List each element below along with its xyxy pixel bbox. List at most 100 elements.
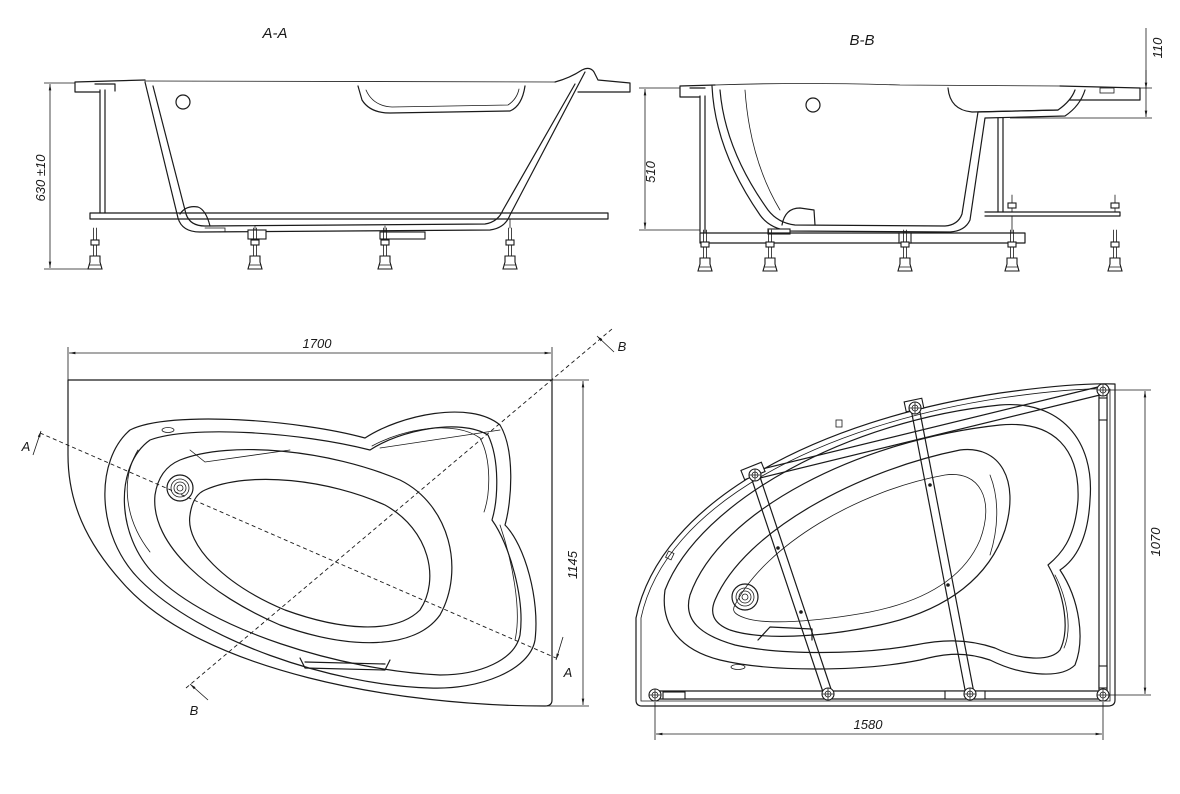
section-aa-marker-right: A [563,665,573,680]
bolt-icon [821,687,835,701]
bb-rod-nut-1 [1007,202,1017,209]
bb-foot-5 [1107,229,1123,272]
plan-right-tab-1 [1098,397,1108,421]
bb-seat [781,207,816,226]
bb-foot-2 [762,229,778,272]
bb-seat-wall [744,89,781,211]
aa-overflow-hole [175,94,191,110]
aa-height-ext [44,82,88,270]
plan-left-width-dim-label: 1700 [303,336,333,351]
aa-bracket-1 [247,229,267,240]
bb-right-ledge [1059,85,1141,101]
bb-rod-nut-2 [1110,202,1120,209]
aa-headrest-inner [365,88,520,108]
section-line-bb [185,328,613,689]
plan-left: A A B B 1700 1145 [21,328,627,718]
bb-left-ledge [679,84,716,98]
section-line-aa [39,432,557,659]
bolt-icon [1096,383,1110,397]
bb-frame-post-left [699,95,706,233]
plan-right-rail-bottom [654,690,1104,700]
section-bb-marker-top: B [618,339,627,354]
aa-bracket-rods [254,218,511,233]
aa-right-rim [554,67,631,93]
plan-right: 1070 1580 [635,383,1163,740]
plan-left-overflow [161,427,175,433]
plan-right-rim-mark-1 [835,419,843,428]
aa-seat [179,206,211,227]
plan-right-overflow [730,664,746,670]
plan-right-tab-5 [662,691,686,700]
plan-right-headrest-lines [989,474,1069,649]
bolt-icon [648,688,662,702]
section-aa-marker-left: A [21,439,31,454]
plan-right-depth-ext [1110,389,1151,696]
plan-right-rail-right [1098,389,1108,696]
aa-tub-outer [144,71,586,233]
section-bb-arrow-bottom [189,683,209,701]
aa-left-ledge [74,79,146,93]
plan-left-headrest-lines [371,427,518,641]
bb-overflow-hole [805,97,821,113]
aa-frame-rail [89,212,609,220]
aa-rim-top [144,80,556,83]
plan-right-basin [712,448,1011,637]
plan-left-rim-inner [123,426,522,676]
plan-left-drain [166,474,194,502]
strut-hole-4 [946,583,950,587]
plan-right-rail-top [753,385,1105,480]
bb-frame-post-right [997,117,1004,213]
plan-right-strut-2 [910,406,975,696]
bb-drain-fitting [767,228,791,235]
bb-headrest [947,87,1059,113]
bb-height-dim-label: 510 [643,160,658,182]
plan-left-basin [154,449,453,644]
plan-right-tab-2 [1098,665,1108,689]
section-bb-marker-bottom: B [190,703,199,718]
aa-seat-base [204,227,226,233]
bb-top-rods [904,194,1116,234]
plan-right-depth-dim-label: 1070 [1148,527,1163,557]
section-bb: B-B 510 110 [639,28,1165,272]
plan-left-depth-ext [545,379,589,707]
aa-bracket-2 [379,231,426,240]
bb-tub-inner [719,89,1076,227]
bb-rim-ext [1010,87,1152,119]
plan-right-rim-offset [640,388,1111,702]
plan-right-strut-holes [777,484,949,614]
plan-right-basin-rim [688,423,1079,659]
aa-height-dim-label: 630 ±10 [33,154,48,202]
aa-foot-4 [502,227,518,270]
bb-rim-top [714,83,1061,87]
bb-height-ext [639,87,700,231]
plan-right-basin-outer [663,404,1092,675]
bolt-icon [908,401,922,415]
bb-lower-rail [699,232,1026,244]
section-aa-arrow-right [555,636,564,661]
aa-foot-1 [87,227,103,270]
plan-left-outline [67,379,553,707]
plan-right-width-ext [654,702,1104,740]
bb-upper-rail [984,211,1121,217]
section-aa-title: A-A [261,25,287,42]
aa-frame-post [99,89,106,214]
plan-right-rim-mark-2 [665,550,675,561]
strut-hole-3 [928,483,932,487]
plan-right-outline [635,383,1116,707]
plan-left-side-lines [126,449,291,553]
bolt-icon [1096,688,1110,702]
aa-headrest [357,85,526,114]
plan-right-seat [757,626,813,641]
plan-left-width-ext [67,347,553,380]
plan-left-seat [299,657,391,671]
section-bb-title: B-B [849,32,874,49]
plan-right-strut-1 [750,473,833,696]
plan-right-drain [731,583,759,611]
strut-hole-1 [776,546,780,550]
bb-foot-4 [1004,229,1020,272]
bb-rim-dim-label: 110 [1150,37,1165,58]
plan-right-basin-floor [733,474,987,623]
bolt-icon [748,468,762,482]
plan-right-width-dim-label: 1580 [854,717,884,732]
aa-tub-inner [152,83,576,227]
